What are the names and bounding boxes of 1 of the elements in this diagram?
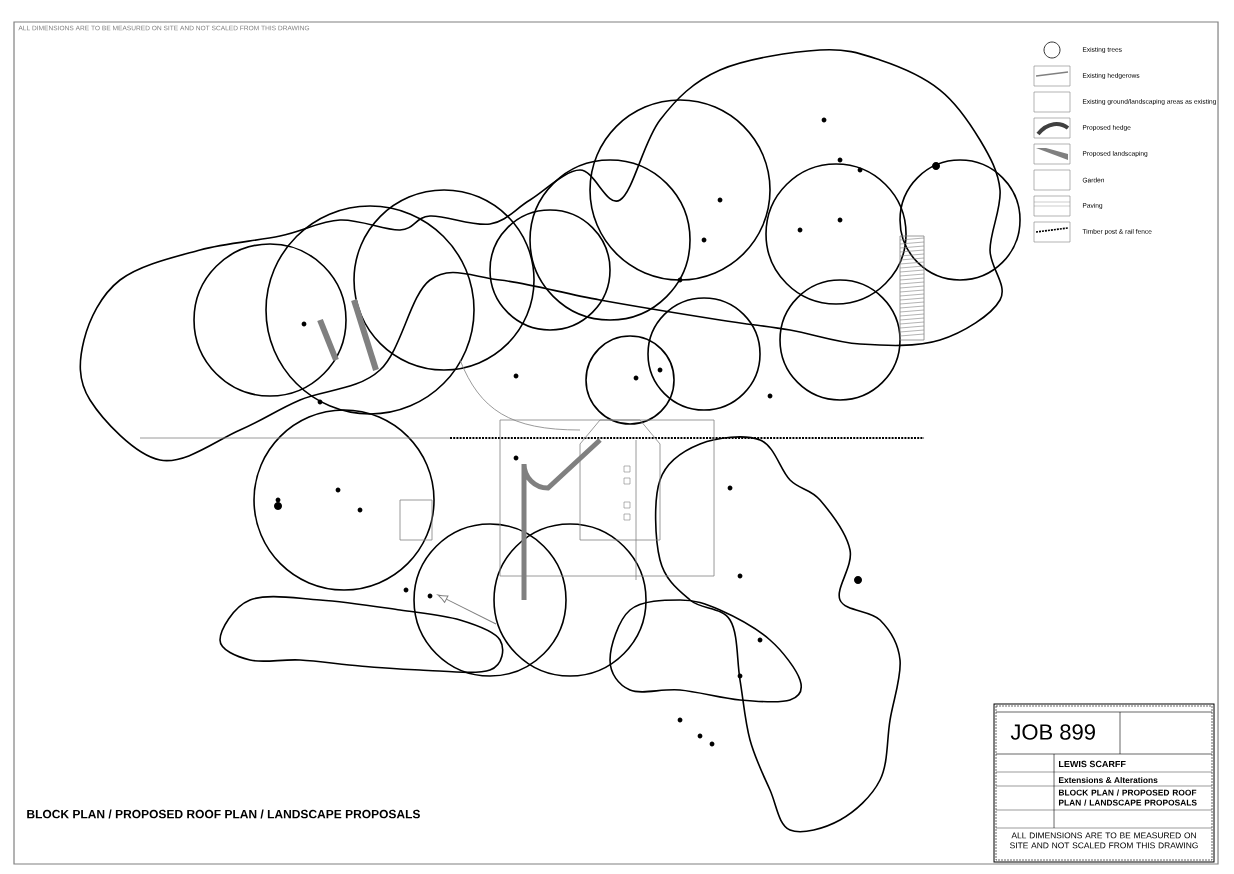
job-number: JOB 899 bbox=[1010, 724, 1095, 740]
